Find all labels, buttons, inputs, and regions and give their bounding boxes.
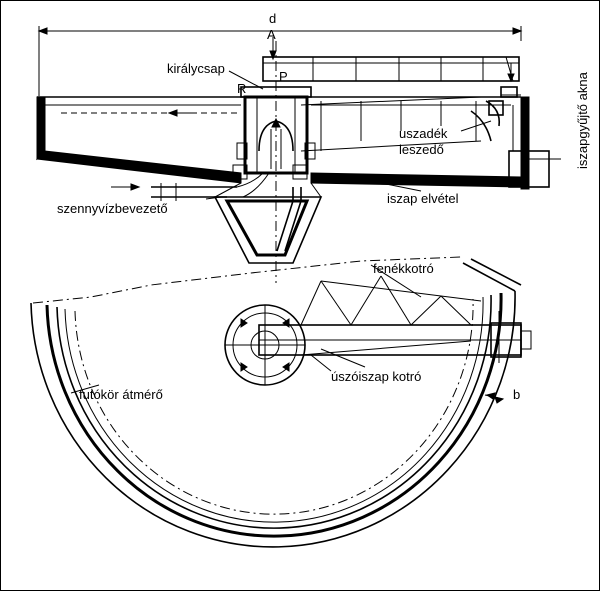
label-uszadek: uszadék [399, 126, 448, 141]
label-uszoiszap-kotro: úszóiszap kotró [331, 369, 421, 384]
label-iszap-elvetel: iszap elvétel [387, 191, 459, 206]
outer-wall [30, 290, 516, 548]
label-A: A [267, 27, 276, 42]
label-b: b [513, 387, 520, 402]
label-leszedo: leszedő [399, 142, 444, 157]
label-futokor-atmero: futókör átmérő [79, 387, 163, 402]
sludge-hopper [213, 196, 323, 264]
bridge [262, 56, 520, 82]
label-R: R [237, 81, 246, 96]
label-iszapgyujto-akna: iszapgyűjtő akna [575, 71, 590, 169]
label-d: d [269, 11, 276, 26]
plan-view [30, 256, 532, 548]
label-fenekkotro: fenékkotró [373, 261, 434, 276]
label-szennyvizbevezeto: szennyvízbevezető [57, 201, 168, 216]
label-P: P [279, 69, 288, 84]
cross-section [35, 26, 561, 283]
label-kiralycsap: királycsap [167, 61, 225, 76]
